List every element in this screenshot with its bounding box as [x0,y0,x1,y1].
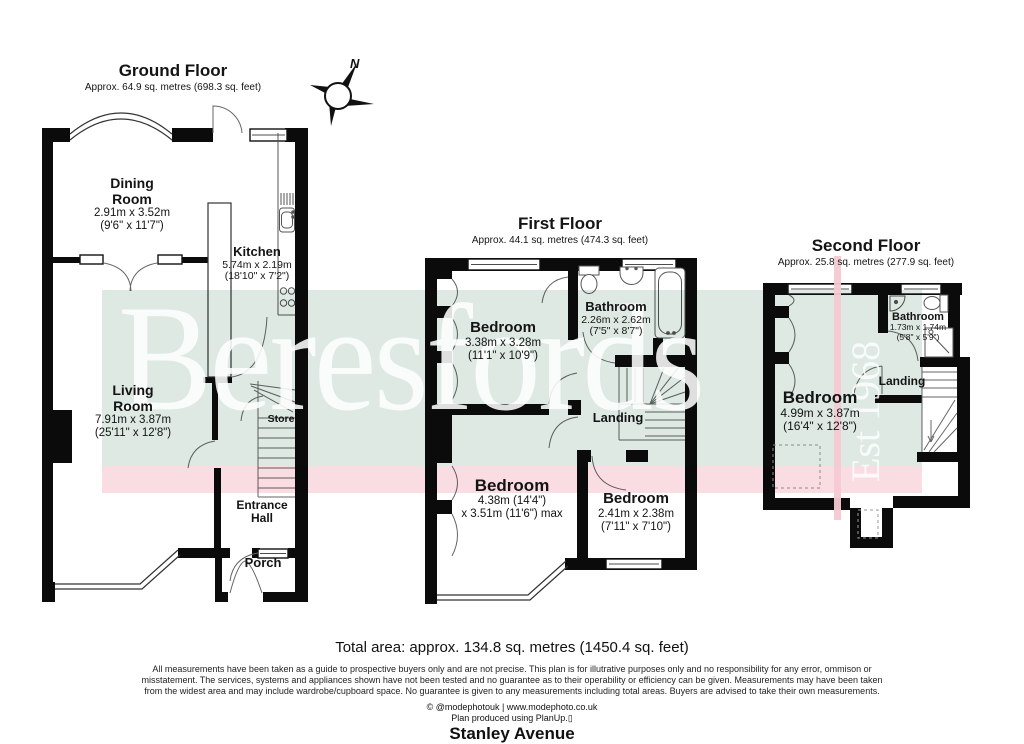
room-dims-imperial: (18'10" x 7'2") [224,270,290,283]
room-dims-imperial: (11'1" x 10'9") [468,349,538,362]
window-glazing-lines [252,134,286,554]
second-floor-bathroom-fixtures [889,294,954,358]
room-name: Porch [244,555,282,570]
room-name: Bedroom [470,319,536,336]
room-dims-metric: 5.74m x 2.19m [222,258,292,271]
room-dims-metric: 7.91m x 3.87m [94,414,172,427]
watermark-stripe [834,256,841,520]
curved-bay-window [69,112,173,141]
room-dims-imperial: (9'6" x 11'7") [100,220,164,233]
room-label-kitchen: Kitchen 5.74m x 2.19m (18'10" x 7'2") [202,244,312,283]
room-label-bedroom-second: Bedroom 4.99m x 3.87m (16'4" x 12'8") [750,388,890,434]
room-label-living: Living Room 7.91m x 3.87m (25'11" x 12'8… [67,382,199,440]
room-dims-metric: 2.41m x 2.38m [597,507,675,520]
disclaimer-line-1: All measurements have been taken as a gu… [152,664,872,674]
floor-subtitle: Approx. 25.8 sq. metres (277.9 sq. feet) [777,257,955,269]
room-dims-metric: 4.99m x 3.87m [780,406,860,421]
stair-direction-arrow [927,420,935,443]
room-dims-imperial: (25'11" x 12'8") [94,427,172,440]
floor-subtitle: Approx. 64.9 sq. metres (698.3 sq. feet) [84,82,262,94]
room-name: Entrance Hall [236,498,288,526]
rear-door-arc [212,105,243,134]
watermark-band-pink [102,466,922,493]
window-glazing-lines [471,264,673,565]
disclaimer-line-2: misstatement. The services, systems and … [141,675,883,685]
compass-north-label: N [350,56,360,71]
room-label-store: Store [251,413,311,426]
room-dims-metric: 3.38m x 3.28m [464,336,542,349]
floor-title: Second Floor [811,236,921,255]
drainer-icon [280,193,294,205]
room-label-landing-first: Landing [578,410,658,426]
compass-circle [324,82,352,110]
room-name: Store [267,413,295,425]
floor-subtitle: Approx. 44.1 sq. metres (474.3 sq. feet) [471,235,649,247]
room-dims-imperial: (7'11" x 7'10") [601,520,671,533]
bay-window-ground [55,549,181,590]
bay-window-first [437,560,569,601]
basin-icon [619,266,644,285]
watermark-brand-text: Beresfords [118,274,705,442]
shower-icon [924,327,954,358]
room-label-bathroom-first: Bathroom 2.26m x 2.62m (7'5" x 8'7") [551,299,681,338]
produced-with-text: Plan produced using PlanUp.▯ [451,713,573,723]
room-dims-imperial: (7'5" x 8'7") [589,325,643,338]
room-label-dining: Dining Room 2.91m x 3.52m (9'6" x 11'7") [66,175,198,233]
floor-title: Ground Floor [118,61,228,80]
total-area-text: Total area: approx. 134.8 sq. metres (14… [335,639,689,656]
room-dims-imperial: x 3.51m (11'6") max [461,507,563,520]
room-label-bedroom1: Bedroom 3.38m x 3.28m (11'1" x 10'9") [438,319,568,363]
room-name: Kitchen [233,244,281,259]
room-name: Bathroom [892,311,944,323]
room-dims-metric: 2.91m x 3.52m [93,207,171,220]
property-address: Stanley Avenue [449,724,575,743]
toilet-icon [939,294,949,313]
first-floor-title-block: First Floor Approx. 44.1 sq. metres (474… [430,214,690,246]
room-dims-metric: 2.26m x 2.62m [581,313,651,326]
room-name: Dining Room [110,175,154,207]
room-dims-imperial: (16'4" x 12'8") [783,419,857,434]
room-dims-metric: 4.38m (14'4") [477,495,547,508]
ground-floor-title-block: Ground Floor Approx. 64.9 sq. metres (69… [43,61,303,93]
watermark-band-green [102,290,922,466]
room-dims-metric: 1.73m x 1.74m [889,322,947,333]
second-floor-title-block: Second Floor Approx. 25.8 sq. metres (27… [736,236,996,268]
room-dims-imperial: (5'8" x 5'9") [896,331,940,342]
room-label-porch: Porch [223,555,303,571]
room-name: Living Room [112,382,154,414]
room-name: Bathroom [585,299,647,314]
photographer-credit: © @modephotouk | www.modephoto.co.uk [426,702,598,712]
compass-rose: N [310,56,374,126]
floor-title: First Floor [517,214,603,233]
second-floor-stairs [921,367,958,453]
room-label-bedroom3: Bedroom 2.41m x 2.38m (7'11" x 7'10") [571,490,701,534]
room-label-bedroom2: Bedroom 4.38m (14'4") x 3.51m (11'6") ma… [442,476,582,521]
room-label-landing-second: Landing [862,374,942,388]
room-name: Bedroom [782,388,858,407]
room-name: Bedroom [474,476,550,495]
room-name: Bedroom [603,490,669,507]
room-label-bathroom-second: Bathroom 1.73m x 1.74m (5'8" x 5'9") [868,311,968,342]
room-label-entrance-hall: Entrance Hall [217,498,307,526]
disclaimer-line-3: from the widest area and may include war… [144,686,880,696]
room-name: Landing [878,374,926,388]
room-name: Landing [592,410,644,425]
